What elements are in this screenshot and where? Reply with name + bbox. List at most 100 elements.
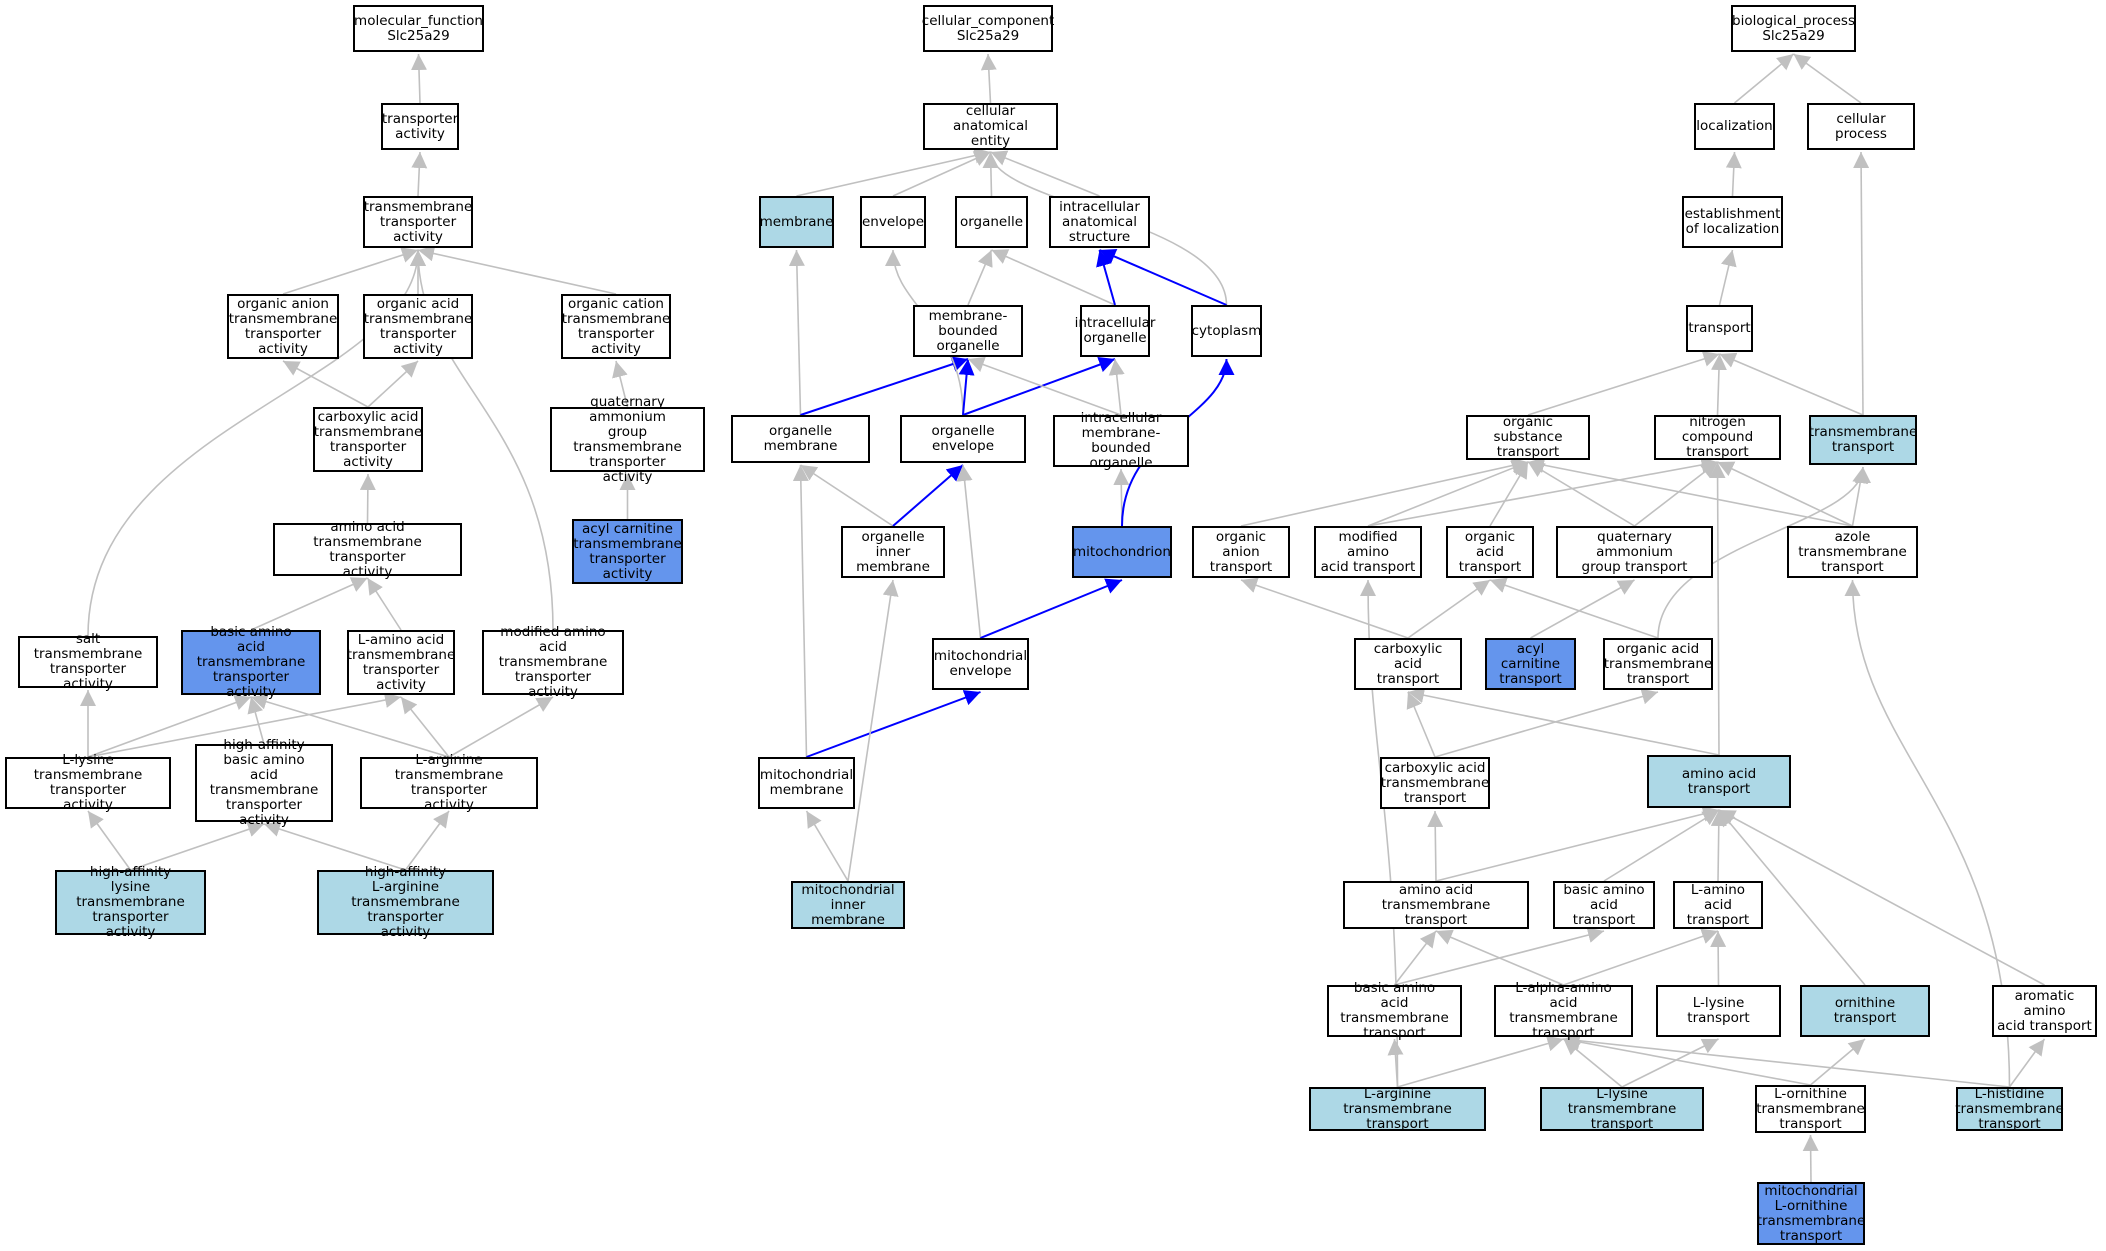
node-ornt: ornithine transport (1800, 985, 1930, 1037)
edge-qagt-to-nct (1634, 461, 1718, 527)
node-qaga: quaternary ammonium group transmembrane … (550, 394, 705, 484)
node-laaatt: L-alpha-amino acid transmembrane transpo… (1494, 981, 1633, 1041)
edge-aatt-to-aat (1435, 806, 1720, 882)
edge-me-to-oe (956, 464, 982, 639)
node-aat: amino acid transport (1647, 755, 1791, 808)
node-lott: L-ornithine transmembrane transport (1755, 1085, 1866, 1133)
node-mlott: mitochondrial L-ornithine transmembrane … (1756, 1182, 1866, 1245)
edge-baat-to-aat (1603, 809, 1720, 882)
node-azt: azole transmembrane transport (1787, 526, 1918, 578)
node-oim: organelle inner membrane (841, 526, 945, 578)
edge-laat-to-aat (1710, 809, 1727, 882)
edge-tr-to-eol (1718, 249, 1737, 306)
edge-me-to-mito (980, 578, 1123, 639)
edge-acct-to-qagt (1530, 579, 1635, 639)
edge-llt-to-laat (1710, 930, 1727, 986)
edge-mbo-to-org (967, 249, 993, 306)
edge-oim-to-om (800, 464, 894, 527)
node-latt: L-arginine transmembrane transport (1309, 1086, 1486, 1131)
node-maata: modified amino acid transmembrane transp… (482, 625, 624, 700)
edge-lott-to-laaatt (1563, 1034, 1811, 1086)
edge-azt-to-ost (1527, 457, 1853, 527)
edge-baata-to-aata (250, 577, 368, 631)
node-mf: molecular_function Slc25a29 (353, 5, 484, 52)
node-cae: cellular anatomical entity (923, 103, 1058, 150)
edge-oatta-to-tmta (282, 247, 419, 295)
node-baat: basic amino acid transport (1553, 881, 1655, 929)
node-oe: organelle envelope (900, 415, 1026, 463)
node-tmta: transmembrane transporter activity (363, 196, 473, 248)
edge-io-to-ias (1096, 249, 1116, 306)
edge-nct-to-tr (1710, 353, 1727, 416)
edge-arat-to-aat (1718, 809, 2045, 986)
node-oacta: organic acid transmembrane transporter a… (363, 294, 473, 359)
node-oant: organic anion transport (1192, 526, 1290, 578)
node-laat: L-amino acid transport (1673, 881, 1763, 929)
edge-cae-to-cc (980, 53, 997, 104)
edge-mim-to-mm (805, 810, 849, 882)
edge-cat-to-oant (1240, 577, 1409, 639)
edge-qagt-to-ost (1527, 461, 1635, 527)
node-baata: basic amino acid transmembrane transport… (181, 625, 321, 700)
node-mem: membrane (759, 196, 834, 248)
node-habta: high-affinity basic amino acid transmemb… (195, 738, 333, 828)
edge-lata-to-laata (400, 696, 450, 758)
edge-llta-to-baata (87, 695, 252, 758)
node-acct: acyl carnitine transport (1485, 638, 1576, 690)
edge-hllta-to-llta (87, 810, 132, 871)
edge-imbo-to-io (1108, 358, 1125, 416)
node-sta: salt transmembrane transporter activity (18, 632, 158, 692)
edge-mlott-to-lott (1802, 1134, 1819, 1183)
node-cat: carboxylic acid transport (1354, 638, 1462, 690)
edge-imbo-to-mbo (967, 356, 1122, 416)
node-cc: cellular_component Slc25a29 (922, 5, 1054, 52)
node-om: organelle membrane (731, 415, 870, 463)
node-aatt: amino acid transmembrane transport (1343, 881, 1529, 929)
edge-cata-to-oatta (282, 360, 369, 408)
edge-hlata-to-habta (263, 821, 406, 871)
edge-ornt-to-aat (1718, 809, 1866, 986)
edge-azt-to-nct (1717, 461, 1853, 527)
edge-mem-to-cae (796, 147, 991, 197)
edge-lott-to-ornt (1809, 1038, 1866, 1086)
edge-aata-to-cata (359, 473, 376, 524)
edge-ias-to-cae (990, 150, 1100, 197)
node-arat: aromatic amino acid transport (1992, 985, 2097, 1037)
edge-hlata-to-lata (404, 810, 450, 871)
node-baatt: basic amino acid transmembrane transport (1327, 981, 1462, 1041)
edge-io-to-org (991, 249, 1116, 306)
edge-tmta-to-ta (411, 151, 428, 197)
edge-lhtt-to-laaatt (1563, 1032, 2010, 1088)
edge-cata-to-oacta (367, 360, 419, 408)
edge-cyt-to-ias (1099, 249, 1227, 306)
edge-oatt-to-tmt (1657, 466, 1871, 639)
node-qagt: quaternary ammonium group transport (1556, 526, 1713, 578)
edge-latt-to-laaatt (1397, 1035, 1564, 1088)
node-llta: L-lysine transmembrane transporter activ… (5, 753, 171, 813)
edge-laaatt-to-aatt (1435, 929, 1564, 986)
edge-aatt-to-catt (1427, 810, 1444, 882)
edge-catt-to-oatt (1434, 688, 1659, 758)
edge-oant-to-ost (1240, 457, 1529, 527)
node-acta: acyl carnitine transmembrane transporter… (572, 519, 683, 584)
node-llt: L-lysine transport (1656, 985, 1781, 1037)
node-cata: carboxylic acid transmembrane transporte… (313, 407, 423, 472)
edge-tmt-to-cp (1853, 151, 1870, 416)
node-bp: biological_process Slc25a29 (1731, 5, 1856, 52)
node-cp: cellular process (1807, 103, 1915, 150)
node-oatt: organic acid transmembrane transport (1603, 638, 1713, 690)
node-lltt: L-lysine transmembrane transport (1540, 1086, 1704, 1131)
edge-oatt-to-oact (1489, 577, 1659, 639)
node-catt: carboxylic acid transmembrane transport (1380, 757, 1490, 809)
node-lhtt: L-histidine transmembrane transport (1955, 1085, 2064, 1132)
edge-catt-to-cat (1406, 691, 1436, 758)
edge-ta-to-mf (410, 53, 427, 104)
edge-octa-to-tmta (417, 245, 617, 295)
edge-laaatt-to-laat (1563, 928, 1719, 986)
node-ost: organic substance transport (1466, 415, 1590, 460)
edge-om-to-mbo (800, 356, 969, 416)
node-io: intracellular organelle (1075, 305, 1155, 357)
edge-laata-to-aata (366, 577, 402, 631)
node-cyt: cytoplasm (1191, 305, 1262, 357)
